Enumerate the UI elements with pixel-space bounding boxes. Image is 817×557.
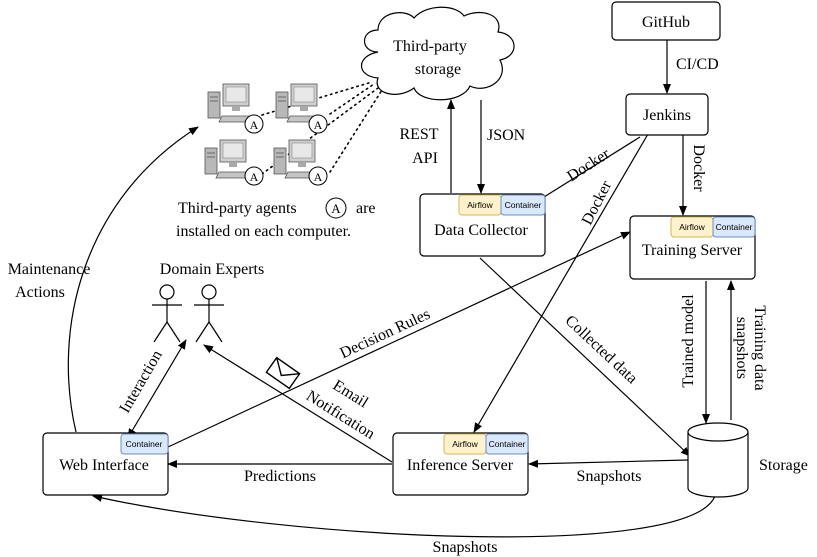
expert-2-icon xyxy=(194,284,224,343)
computer-icon xyxy=(204,139,251,179)
svg-text:A: A xyxy=(250,170,259,184)
agent-legend-icon: A xyxy=(325,197,347,219)
link-agent-2 xyxy=(329,83,375,115)
predictions-label: Predictions xyxy=(244,468,316,485)
edge-storage-web xyxy=(92,494,716,538)
web-interface-node: Container Web Interface xyxy=(42,432,169,496)
agent-badge-icon: A xyxy=(308,114,328,134)
edge-jenkins-inference xyxy=(473,133,649,433)
container-badge xyxy=(500,194,546,216)
docker-training-label: Docker xyxy=(690,144,707,192)
web-interface-label: Web Interface xyxy=(59,457,149,474)
agent-badge-icon: A xyxy=(244,114,264,134)
svg-text:A: A xyxy=(314,170,323,184)
domain-experts: Domain Experts xyxy=(152,261,264,343)
airflow-badge-label: Airflow xyxy=(679,222,705,232)
json-label: JSON xyxy=(487,127,526,144)
agents-note-line1-end: are xyxy=(356,200,376,217)
api-label: API xyxy=(412,150,438,167)
edges xyxy=(67,40,735,538)
svg-text:A: A xyxy=(331,201,341,216)
link-agent-1 xyxy=(261,81,373,116)
storage-label: Storage xyxy=(759,457,808,474)
storage-node: Storage xyxy=(687,422,808,498)
interaction-label: Interaction xyxy=(116,347,165,416)
container-badge xyxy=(120,433,169,455)
training-data-label-line1: Training data xyxy=(751,305,768,390)
docker-collector-label: Docker xyxy=(564,145,613,185)
cloud-label-line1: Third-party xyxy=(393,38,467,55)
link-agent-4 xyxy=(329,89,383,173)
docker-inference-label: Docker xyxy=(579,178,616,228)
container-badge-label: Container xyxy=(716,222,753,232)
expert-1-icon xyxy=(152,284,182,343)
computer-icon xyxy=(207,83,254,123)
svg-text:A: A xyxy=(314,118,323,132)
inference-server-node: Airflow Container Inference Server xyxy=(392,432,529,496)
cloud-label-line2: storage xyxy=(415,61,461,78)
domain-experts-label: Domain Experts xyxy=(160,261,264,278)
container-badge-label: Container xyxy=(489,439,526,449)
snapshots-bottom-label: Snapshots xyxy=(433,539,498,556)
github-label: GitHub xyxy=(642,14,690,31)
decision-rules-label: Decision Rules xyxy=(337,306,432,363)
training-server-node: Airflow Container Training Server xyxy=(629,215,756,280)
jenkins-label: Jenkins xyxy=(643,107,691,124)
edge-inference-experts xyxy=(203,344,393,463)
collected-data-label: Collected data xyxy=(562,312,641,387)
edge-collector-storage-db xyxy=(479,257,691,457)
container-badge xyxy=(712,216,756,238)
github-node: GitHub xyxy=(611,1,721,41)
agent-badge-icon: A xyxy=(244,166,264,186)
third-party-storage-cloud: Third-party storage xyxy=(361,6,515,101)
agents-note-line2: installed on each computer. xyxy=(176,223,351,240)
trained-model-label: Trained model xyxy=(680,294,697,388)
container-badge xyxy=(485,433,529,455)
edge-web-experts xyxy=(127,339,187,439)
edge-web-training xyxy=(167,231,631,448)
container-badge-label: Container xyxy=(126,439,163,449)
data-collector-node: Airflow Container Data Collector xyxy=(419,193,546,257)
maintenance-label-line2: Actions xyxy=(15,284,65,301)
inference-server-label: Inference Server xyxy=(407,457,514,474)
agents-note-line1-start: Third-party agents xyxy=(178,200,297,217)
edge-storage-inference xyxy=(528,459,689,468)
training-data-label-line2: snapshots xyxy=(733,317,750,379)
agents-note: Third-party agents A are installed on ea… xyxy=(176,197,376,240)
edge-jenkins-collector xyxy=(535,136,641,203)
container-badge-label: Container xyxy=(505,200,542,210)
snapshots-inference-label: Snapshots xyxy=(577,468,642,485)
airflow-badge-label: Airflow xyxy=(452,439,478,449)
airflow-badge-label: Airflow xyxy=(467,200,493,210)
cicd-label: CI/CD xyxy=(676,56,719,73)
maintenance-label-line1: Maintenance xyxy=(8,261,91,278)
envelope-icon xyxy=(265,356,301,390)
svg-text:A: A xyxy=(250,118,259,132)
agent-badge-icon: A xyxy=(308,166,328,186)
training-server-label: Training Server xyxy=(642,242,743,259)
rest-label: REST xyxy=(399,126,438,143)
jenkins-node: Jenkins xyxy=(625,93,709,136)
edge-web-agents xyxy=(67,126,199,433)
data-collector-label: Data Collector xyxy=(434,222,528,239)
agent-computers: A A A A xyxy=(204,83,328,186)
